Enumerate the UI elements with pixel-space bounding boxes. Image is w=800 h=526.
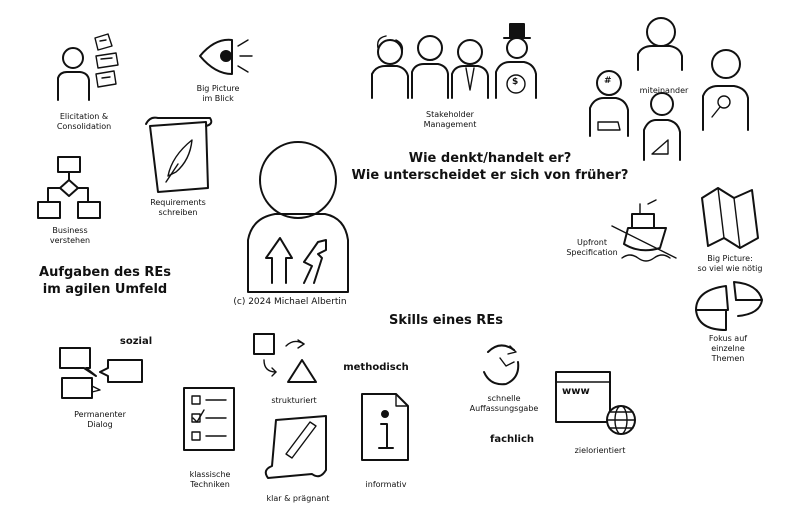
info-document-icon [361,393,409,461]
cycle-arrow-icon [483,344,520,386]
browser-globe-icon [555,371,636,435]
heading-denkt: Wie denkt/handelt er? Wie unterscheidet … [351,151,629,183]
label-informativ: informativ [365,480,407,489]
stakeholder-group-icon [371,23,537,99]
structure-icon [253,333,317,383]
category-fachlich: fachlich [489,434,535,445]
speech-bubbles-icon [59,347,143,399]
www-icon-text: www [562,386,590,397]
ship-icon [611,199,677,262]
eye-icon [199,38,253,75]
heading-aufgaben: Aufgaben des REs im agilen Umfeld [39,265,171,297]
hash-icon-text: # [604,76,612,86]
label-upfront: Upfront Specification [566,238,618,257]
requirements-scroll-icon [145,116,213,193]
category-sozial: sozial [119,336,153,347]
label-fokus: Fokus auf einzelne Themen [708,334,748,363]
pie-chart-icon [695,281,763,331]
label-big-picture-blick: Big Picture im Blick [196,84,240,103]
label-elicitation: Elicitation & Consolidation [56,112,112,131]
map-icon [701,187,759,249]
category-methodisch: methodisch [343,362,409,373]
label-klassische: klassische Techniken [189,470,231,489]
central-person-icon [247,141,349,293]
copyright-text: (c) 2024 Michael Albertin [233,297,347,307]
label-zielorientiert: zielorientiert [574,446,626,455]
heading-skills: Skills eines REs [389,313,503,328]
label-big-picture-noetig: Big Picture: so viel wie nötig [697,254,763,273]
team-group-icon [589,17,749,161]
label-miteinander: miteinander [639,86,689,95]
checklist-icon [183,387,235,451]
label-stakeholder: Stakeholder Management [423,110,477,129]
label-requirements: Requirements schreiben [150,198,206,217]
label-permanenter-dialog: Permanenter Dialog [74,410,126,429]
dollar-icon-text: $ [512,77,519,87]
scroll-pen-icon [264,415,327,479]
label-strukturiert: strukturiert [271,396,317,405]
flowchart-icon [37,156,101,219]
elicitation-icon [57,33,119,101]
label-schnelle: schnelle Auffassungsgabe [469,394,539,413]
label-klar: klar & prägnant [266,494,330,503]
label-business: Business verstehen [49,226,91,245]
